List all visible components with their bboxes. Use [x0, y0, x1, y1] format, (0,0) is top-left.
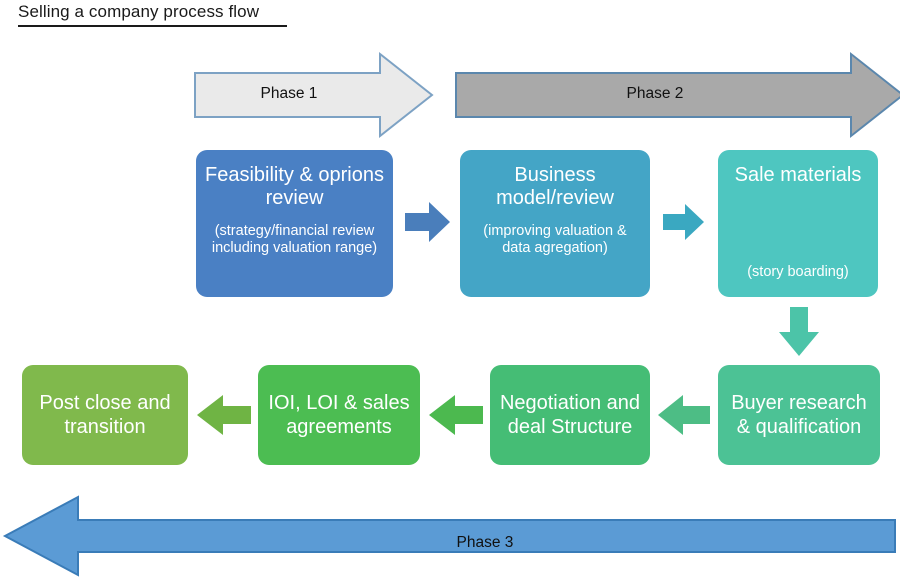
phase-1-banner: [194, 51, 434, 139]
step-headline: IOI, LOI & sales agreements: [268, 391, 410, 438]
arrow-sale-to-buyer: [779, 307, 819, 356]
step-box-sale-materials[interactable]: Sale materials (story boarding): [718, 150, 878, 297]
arrow-negotiation-to-ioi: [429, 395, 483, 435]
phase-2-label: Phase 2: [626, 85, 684, 102]
step-box-feasibility-options-review[interactable]: Feasibility & oprions review (strategy/f…: [196, 150, 393, 297]
left-arrow-icon: [197, 395, 251, 435]
right-arrow-icon: [405, 202, 450, 242]
title-underline: [18, 25, 287, 27]
left-arrow-icon: [658, 395, 710, 435]
arrow-ioi-to-postclose: [197, 395, 251, 435]
phase-3-arrow-shape: [2, 495, 896, 577]
phase-3-banner: [2, 495, 896, 577]
right-arrow-icon: [663, 204, 704, 240]
arrow-business-to-sale: [663, 204, 704, 240]
phase-1-label: Phase 1: [260, 85, 318, 102]
arrow-buyer-to-negotiation: [658, 395, 710, 435]
step-headline: Buyer research & qualification: [731, 391, 867, 438]
step-headline: Post close and transition: [39, 391, 171, 438]
phase-2-arrow-shape: [455, 51, 900, 139]
step-headline: Sale materials: [734, 164, 862, 186]
phase-3-label: Phase 3: [456, 534, 514, 551]
step-box-post-close-and-transition[interactable]: Post close and transition: [22, 365, 188, 465]
step-box-business-model-review[interactable]: Business model/review (improving valuati…: [460, 150, 650, 297]
step-subtext: (story boarding): [747, 263, 849, 280]
arrow-feasibility-to-business: [405, 202, 450, 242]
step-headline: Business model/review: [496, 164, 614, 210]
step-box-negotiation-and-deal-structure[interactable]: Negotiation and deal Structure: [490, 365, 650, 465]
step-headline: Feasibility & oprions review: [205, 164, 384, 210]
down-arrow-icon: [779, 307, 819, 356]
step-subtext: (strategy/financial review including val…: [211, 223, 378, 257]
page-title: Selling a company process flow: [18, 2, 260, 21]
phase-1-arrow-shape: [194, 51, 434, 139]
left-arrow-icon: [429, 395, 483, 435]
step-headline: Negotiation and deal Structure: [499, 391, 641, 438]
phase-2-banner: [455, 51, 900, 139]
step-subtext: (improving valuation & data agregation): [483, 223, 627, 257]
step-box-ioi-loi-sales-agreements[interactable]: IOI, LOI & sales agreements: [258, 365, 420, 465]
step-box-buyer-research-qualification[interactable]: Buyer research & qualification: [718, 365, 880, 465]
